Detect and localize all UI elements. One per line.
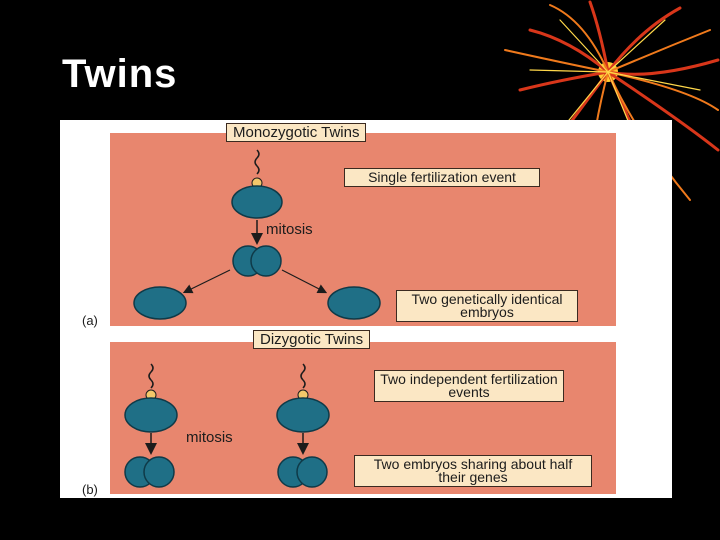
twins-figure: Monozygotic Twins Single fertilization e… xyxy=(60,120,672,498)
slide-title: Twins xyxy=(62,52,178,96)
split-arrow-left xyxy=(182,269,231,294)
panel-b-label: (b) xyxy=(82,482,98,497)
mitosis-label-a: mitosis xyxy=(266,221,313,238)
monozygotic-title: Monozygotic Twins xyxy=(226,123,367,142)
embryo-right-a xyxy=(327,286,381,320)
independent-fertilization-box: Two independent fertilization events xyxy=(374,370,564,402)
zygote-a xyxy=(231,185,283,219)
zygote-b1 xyxy=(124,397,178,433)
split-arrow-right xyxy=(281,269,328,294)
sperm-tail-a xyxy=(254,149,260,175)
dizygotic-title: Dizygotic Twins xyxy=(253,330,371,349)
identical-embryos-box: Two genetically identical embryos xyxy=(396,290,578,322)
two-cell-right-b1 xyxy=(143,456,175,488)
two-cell-right-a xyxy=(250,245,282,277)
zygote-b2 xyxy=(276,397,330,433)
sperm-tail-b1 xyxy=(148,363,154,389)
single-fertilization-box: Single fertilization event xyxy=(344,168,540,187)
embryo-left-a xyxy=(133,286,187,320)
panel-a-label: (a) xyxy=(82,313,98,328)
twins-drawing xyxy=(124,149,381,488)
sperm-tail-b2 xyxy=(300,363,306,389)
two-cell-right-b2 xyxy=(296,456,328,488)
mitosis-label-b: mitosis xyxy=(186,429,233,446)
half-genes-box: Two embryos sharing about half their gen… xyxy=(354,455,592,487)
